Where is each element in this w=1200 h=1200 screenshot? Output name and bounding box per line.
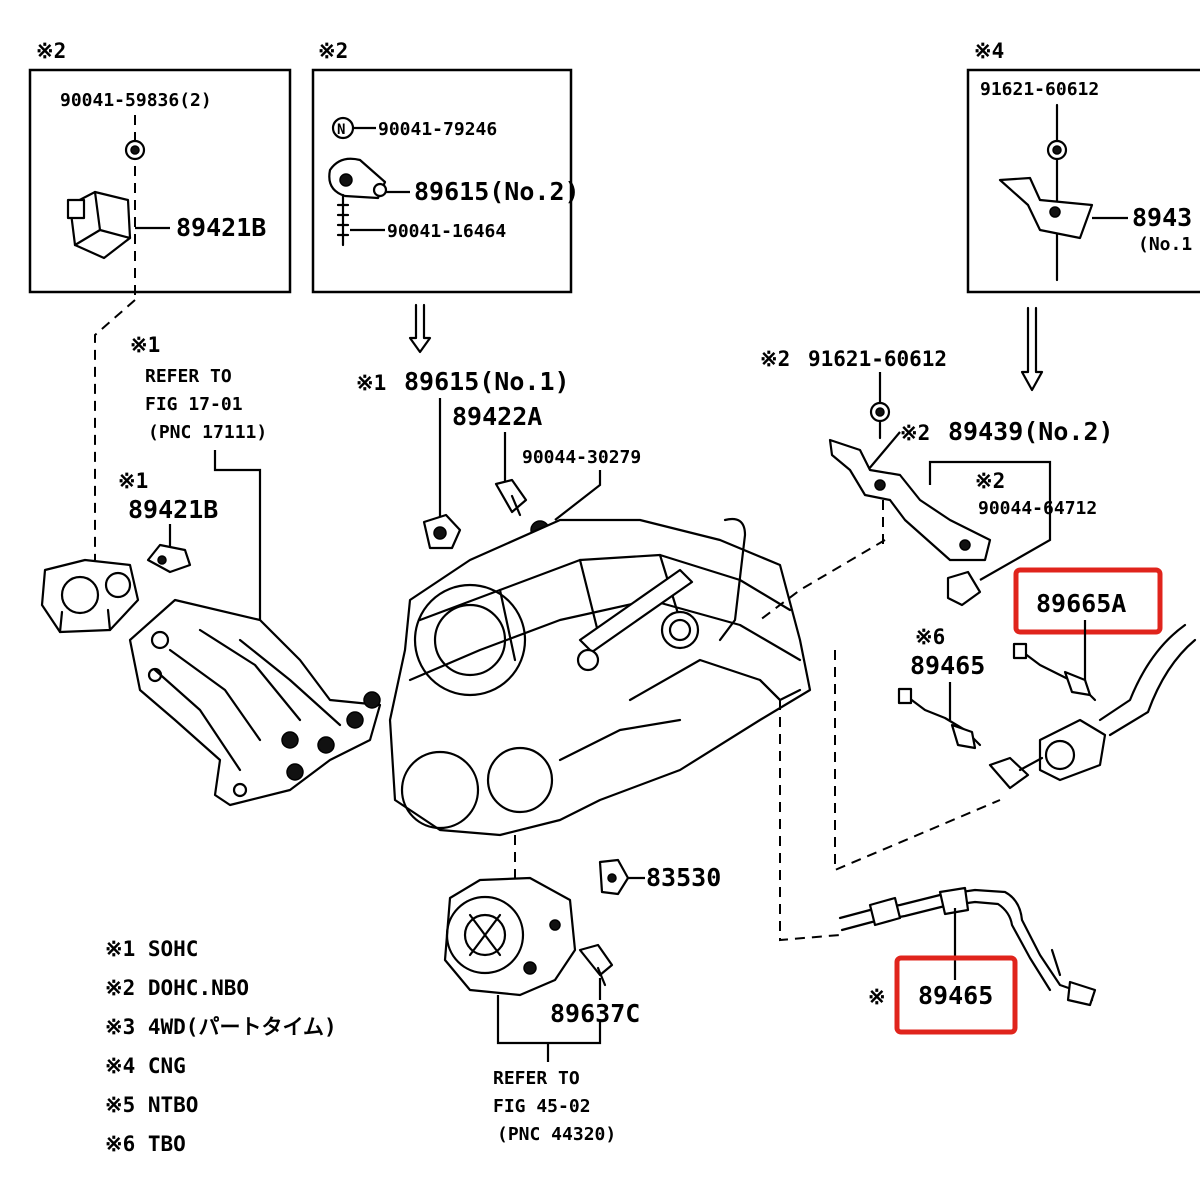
p89421b-label: 89421B bbox=[128, 495, 218, 524]
temp-sensor-icon bbox=[494, 478, 528, 517]
highlight-box-89665a bbox=[1013, 567, 1163, 635]
box-tl-part-label: 89421B bbox=[176, 213, 266, 242]
washer-icon: N bbox=[331, 116, 355, 140]
knock-sensor-small-icon bbox=[422, 513, 462, 550]
legend-item: ※4 CNG bbox=[105, 1054, 186, 1078]
refer1-tag: ※1 bbox=[130, 333, 160, 357]
bracket-icon bbox=[998, 103, 1094, 282]
refer-callout-1: ※1 REFER TO FIG 17-01 (PNC 17111) bbox=[130, 333, 267, 640]
intake-manifold-icon bbox=[128, 598, 382, 807]
p89465a-label: 89465 bbox=[910, 651, 985, 680]
p89465a-tag: ※6 bbox=[915, 625, 945, 649]
bolt-icon bbox=[869, 401, 891, 440]
legend: ※1 SOHC ※2 DOHC.NBO ※3 4WD(パートタイム) ※4 CN… bbox=[105, 937, 337, 1156]
box-tm-frame bbox=[311, 68, 573, 294]
box-tm-fastener-label: 90041-79246 bbox=[378, 119, 497, 140]
refer-callout-2: REFER TO FIG 45-02 (PNC 44320) bbox=[493, 1068, 616, 1145]
p89421b-tag: ※1 bbox=[118, 469, 148, 493]
p89439-callout: ※2 89439(No.2) bbox=[867, 417, 1114, 471]
p90044-64712-callout: ※2 90044-64712 bbox=[928, 460, 1097, 581]
box-top-left: ※2 90041-59836(2) 89421B bbox=[28, 39, 292, 300]
box-tr-part-note: (No.1 bbox=[1138, 234, 1192, 255]
p83530-callout: 83530 bbox=[625, 863, 721, 892]
box-tm-part-label: 89615(No.2) bbox=[414, 177, 580, 206]
box-tr-fastener-label: 91621-60612 bbox=[980, 79, 1099, 100]
exhaust-pipe-icon bbox=[988, 623, 1197, 790]
p89439-label: 89439(No.2) bbox=[948, 417, 1114, 446]
dash-link-map bbox=[94, 299, 136, 560]
p90044-30279-label: 90044-30279 bbox=[522, 447, 641, 468]
map-sensor-small-icon bbox=[146, 543, 192, 574]
box-tm-tag: ※2 bbox=[318, 39, 348, 63]
box-tl-tag: ※2 bbox=[36, 39, 66, 63]
oxygen-sensor-lower-icon bbox=[838, 886, 1097, 1007]
p89665a-label: 89665A bbox=[1036, 589, 1126, 618]
box-tr-part-label: 8943 bbox=[1132, 203, 1192, 232]
legend-item: ※6 TBO bbox=[105, 1132, 186, 1156]
box-tm-bolt-label: 90041-16464 bbox=[387, 221, 506, 242]
knock-sensor-icon bbox=[328, 157, 388, 247]
p89439-tag: ※2 bbox=[900, 421, 930, 445]
legend-item: ※3 4WD(パートタイム) bbox=[105, 1015, 337, 1039]
down-arrow-icon bbox=[1020, 306, 1044, 392]
p89615-tag: ※1 bbox=[356, 371, 386, 395]
highlight-box-89465 bbox=[894, 955, 1018, 1035]
p90044-64712-tag: ※2 bbox=[975, 469, 1005, 493]
box-top-middle: ※2 N 90041-79246 89615(No.2) 90041-16464 bbox=[311, 39, 580, 354]
box-tl-fastener-label: 90041-59836(2) bbox=[60, 90, 212, 111]
p91621-label: 91621-60612 bbox=[808, 347, 947, 371]
nut-icon bbox=[124, 115, 146, 300]
oxygen-sensor-icon bbox=[1012, 642, 1097, 702]
down-arrow-icon bbox=[408, 303, 432, 354]
sensor-bracket-icon bbox=[828, 438, 992, 562]
refer2-line2: FIG 45-02 bbox=[493, 1096, 591, 1117]
legend-item: ※2 DOHC.NBO bbox=[105, 976, 249, 1000]
dash-guide bbox=[834, 650, 1001, 872]
p91621-tag: ※2 bbox=[760, 347, 790, 371]
p89422a-label: 89422A bbox=[452, 402, 542, 431]
throttle-body-icon bbox=[40, 558, 140, 634]
p89465b-tag: ※ bbox=[868, 985, 886, 1009]
oil-pressure-switch-icon bbox=[598, 858, 630, 896]
p89465a-callout: ※6 89465 bbox=[910, 625, 985, 720]
p90044-64712-label: 90044-64712 bbox=[978, 498, 1097, 519]
alternator-icon bbox=[443, 876, 577, 997]
box-tr-tag: ※4 bbox=[974, 39, 1004, 63]
map-sensor-icon bbox=[66, 190, 132, 260]
legend-item: ※1 SOHC bbox=[105, 937, 198, 961]
legend-item: ※5 NTBO bbox=[105, 1093, 198, 1117]
refer1-line2: FIG 17-01 bbox=[145, 394, 243, 415]
sensor-small-icon bbox=[578, 943, 614, 987]
refer1-line3: (PNC 17111) bbox=[148, 422, 267, 443]
dash-guide bbox=[779, 700, 841, 942]
refer2-line3: (PNC 44320) bbox=[497, 1124, 616, 1145]
box-top-right: ※4 91621-60612 8943 (No.1 bbox=[966, 39, 1200, 392]
p91621-callout: ※2 91621-60612 bbox=[760, 347, 947, 405]
svg-text:N: N bbox=[337, 122, 345, 138]
box-tl-frame bbox=[28, 68, 292, 294]
p89615-callout: ※1 89615(No.1) bbox=[356, 367, 570, 520]
box-tr-frame bbox=[966, 68, 1200, 294]
connector-gasket-icon bbox=[946, 570, 982, 607]
p83530-label: 83530 bbox=[646, 863, 721, 892]
refer2-line1: REFER TO bbox=[493, 1068, 580, 1089]
engine-block-icon bbox=[388, 517, 812, 837]
p89465b-label: 89465 bbox=[918, 981, 993, 1010]
refer1-line1: REFER TO bbox=[145, 366, 232, 387]
p89615-label: 89615(No.1) bbox=[404, 367, 570, 396]
p89637c-label: 89637C bbox=[550, 999, 640, 1028]
oxygen-sensor-icon bbox=[897, 687, 982, 750]
